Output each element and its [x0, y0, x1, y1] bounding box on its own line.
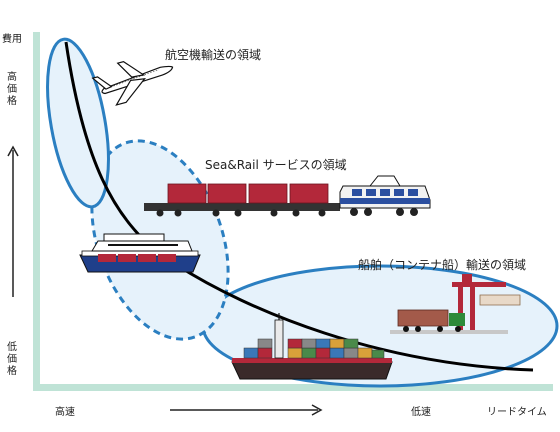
air-region-ellipse	[46, 37, 110, 209]
y-axis	[33, 32, 40, 390]
x-axis-label: リードタイム	[487, 407, 547, 418]
x-high-speed-label: 高速	[55, 407, 75, 418]
y-low-char: 価	[7, 354, 17, 365]
y-axis-label: 費用	[2, 34, 22, 45]
sea-rail-region-label: Sea&Rail サービスの領域	[205, 158, 347, 172]
air-region-label: 航空機輸送の領域	[165, 48, 262, 62]
ferry-icon	[79, 233, 201, 273]
ship-region-label: 船舶（コンテナ船）輸送の領域	[358, 258, 527, 272]
right-arrow-icon	[170, 404, 323, 416]
up-arrow-icon	[7, 145, 19, 297]
x-low-speed-label: 低速	[411, 407, 431, 418]
airplane-icon	[91, 60, 174, 106]
x-axis	[33, 384, 553, 391]
y-high-char: 格	[7, 96, 17, 107]
y-high-char: 高	[7, 72, 17, 83]
y-high-char: 価	[7, 84, 17, 95]
y-low-char: 格	[7, 366, 17, 377]
crane-truck-icon	[390, 274, 521, 334]
y-high-label: 高 価 格	[6, 72, 18, 108]
train-icon	[144, 175, 431, 217]
container-ship-icon	[231, 313, 393, 380]
y-low-char: 低	[7, 342, 17, 353]
y-low-label: 低 価 格	[6, 342, 18, 378]
